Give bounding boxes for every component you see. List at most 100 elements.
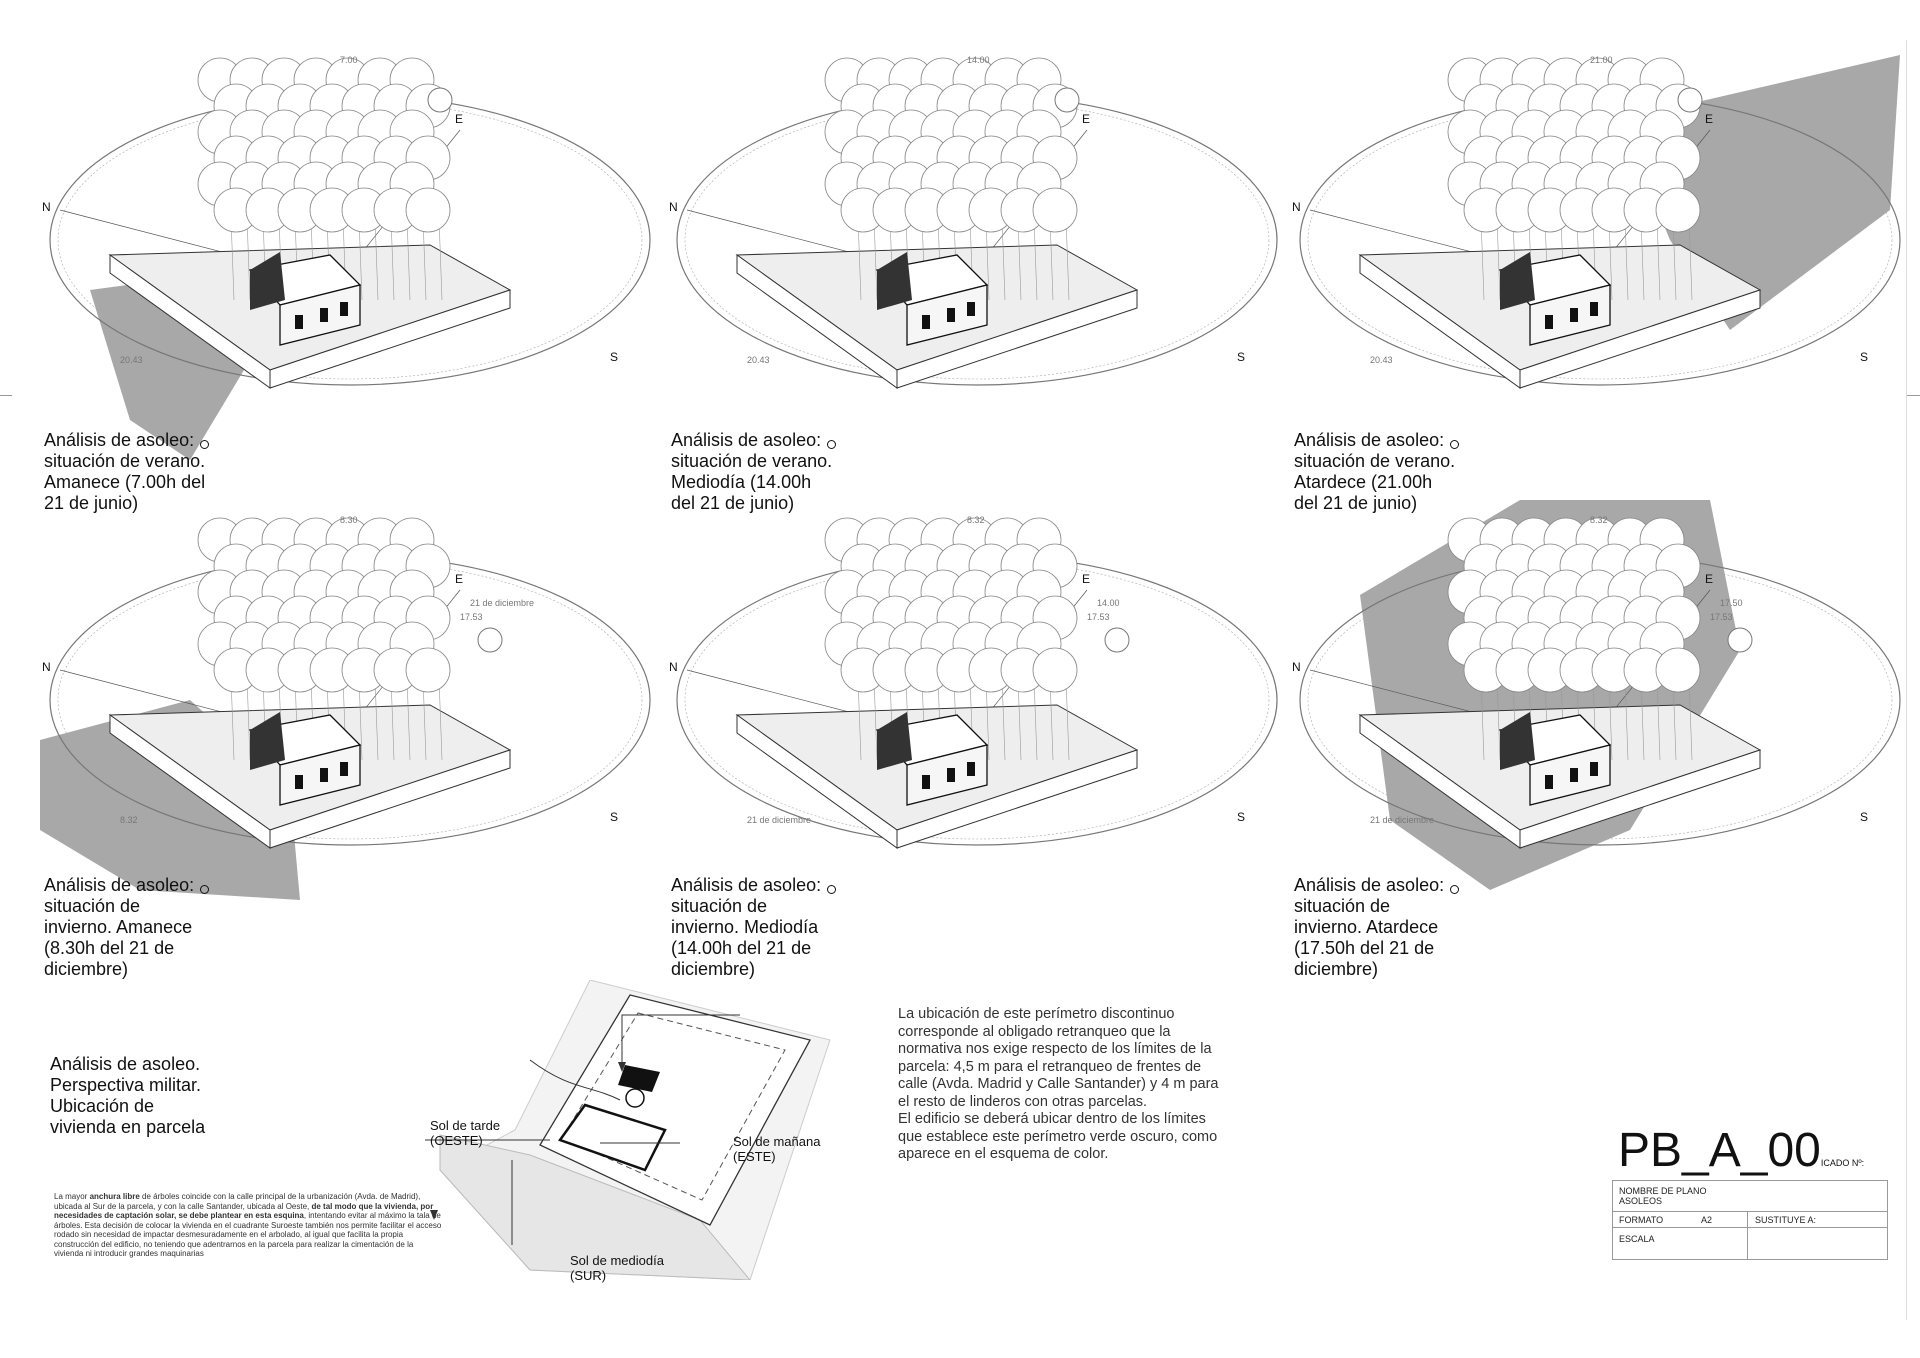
sun-time-label: 14.00 <box>967 55 990 65</box>
sun-path-inner <box>57 560 643 840</box>
caption-marker-icon <box>200 440 209 449</box>
window <box>967 762 975 776</box>
compass-east: E <box>1082 112 1091 126</box>
window <box>1590 302 1598 316</box>
access-path <box>529 1059 621 1101</box>
road-strip <box>439 1134 751 1280</box>
panel-drawing <box>40 517 651 900</box>
sun-time-label: 21.00 <box>1590 55 1613 65</box>
road-edge <box>109 254 271 389</box>
sun-time-label: 8.30 <box>340 515 358 525</box>
tree-crown <box>405 647 451 693</box>
caption-marker-icon <box>827 885 836 894</box>
panel-drawing <box>1299 55 1901 389</box>
road-edge <box>1359 254 1521 389</box>
house-annex <box>1500 712 1535 770</box>
sun-time-label: 20.43 <box>747 355 770 365</box>
window <box>320 768 328 782</box>
compass-east: E <box>1082 572 1091 586</box>
setback-perimeter <box>561 1012 786 1201</box>
compass-south: S <box>610 810 619 824</box>
compass-east: E <box>455 572 464 586</box>
military-perspective-drawing <box>425 980 831 1280</box>
sun-time-label: 17.53 <box>460 612 483 622</box>
panel-drawing <box>1299 500 1901 890</box>
sun-west-label: Sol de tarde (OESTE) <box>430 1118 501 1148</box>
house-annex <box>1500 252 1535 310</box>
sun-path-inner <box>1307 560 1893 840</box>
compass-south: S <box>1237 350 1246 364</box>
sun-time-label: 7.00 <box>340 55 358 65</box>
panel-caption: Análisis de asoleo: situación de inviern… <box>1294 875 1445 979</box>
road-edge <box>736 254 898 389</box>
sun-icon <box>427 87 453 113</box>
compass-south: S <box>1860 810 1869 824</box>
tree-crown <box>1655 647 1701 693</box>
sun-path-inner <box>684 560 1270 840</box>
caption-marker-icon <box>827 440 836 449</box>
sun-time-label: 17.53 <box>1710 612 1733 622</box>
parcel-outline <box>539 994 811 1226</box>
road-edge <box>109 714 271 849</box>
sun-time-label: 8.32 <box>967 515 985 525</box>
sun-path-inner <box>57 100 643 380</box>
plan-name-label: NOMBRE DE PLANO <box>1619 1186 1707 1196</box>
compass-north: N <box>1292 660 1301 674</box>
plan-name-value: ASOLEOS <box>1619 1196 1663 1206</box>
sun-east-label: Sol de mañana (ESTE) <box>733 1134 821 1164</box>
window <box>947 308 955 322</box>
arrow-note-head <box>618 1062 626 1072</box>
tree-crown <box>1032 647 1078 693</box>
tree-crown <box>1032 187 1078 233</box>
setback-note: La ubicación de este perímetro discontin… <box>898 1006 1219 1162</box>
sheet-margin-line <box>1906 40 1907 1320</box>
panel-caption: Análisis de asoleo: situación de verano.… <box>1294 430 1456 513</box>
sun-path-inner <box>1307 100 1893 380</box>
window <box>1590 762 1598 776</box>
compass-east: E <box>1705 112 1714 126</box>
compass-south: S <box>1237 810 1246 824</box>
window <box>922 775 930 789</box>
tree-crown <box>405 187 451 233</box>
caption-marker-icon <box>200 885 209 894</box>
caption-marker-icon <box>1450 885 1459 894</box>
window <box>295 775 303 789</box>
sun-time-label: 20.43 <box>1370 355 1393 365</box>
window <box>1545 775 1553 789</box>
road-edge <box>1359 714 1521 849</box>
sheet-border-right <box>1906 395 1920 396</box>
sun-time-label: 8.32 <box>1590 515 1608 525</box>
panel-drawing <box>49 57 651 460</box>
house-annex <box>250 712 285 770</box>
compass-north: N <box>42 660 51 674</box>
panel-drawing <box>676 517 1278 849</box>
sun-time-label: 8.32 <box>120 815 138 825</box>
sun-time-label: 21 de diciembre <box>747 815 812 825</box>
window <box>967 302 975 316</box>
tree-clearance-note: La mayor anchura libre de árboles coinci… <box>54 1192 442 1258</box>
window <box>1545 315 1553 329</box>
compass-north: N <box>669 200 678 214</box>
window <box>1570 768 1578 782</box>
sun-icon <box>1727 627 1753 653</box>
compass-south: S <box>1860 350 1869 364</box>
sun-path-inner <box>684 100 1270 380</box>
arrow-note <box>621 1014 740 1068</box>
sun-time-label: 17.50 <box>1720 598 1743 608</box>
format-value: A2 <box>1701 1215 1713 1225</box>
house-annex <box>877 252 912 310</box>
window <box>922 315 930 329</box>
sun-south-label: Sol de mediodía (SUR) <box>570 1253 664 1283</box>
compass-east: E <box>455 112 464 126</box>
replaces-label: SUSTITUYE A: <box>1755 1215 1817 1225</box>
house-annex <box>250 252 285 310</box>
compass-south: S <box>610 350 619 364</box>
house-volume <box>558 1103 667 1172</box>
panel-drawing <box>676 57 1278 389</box>
caption-marker-icon <box>1450 440 1459 449</box>
